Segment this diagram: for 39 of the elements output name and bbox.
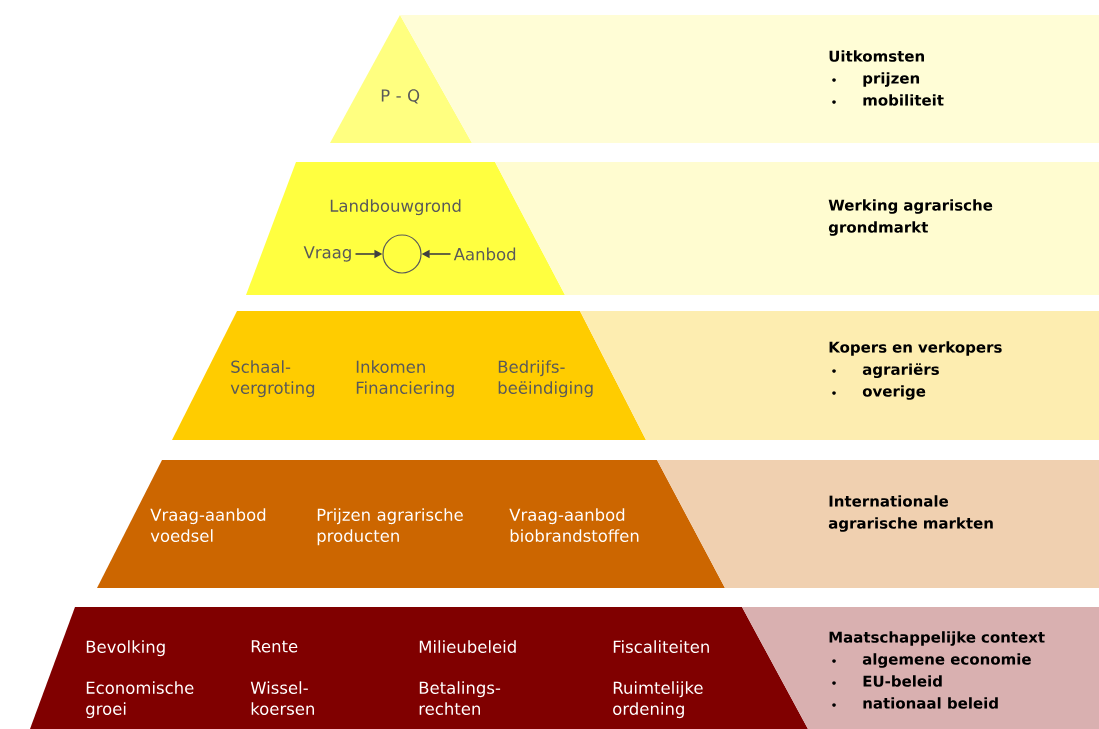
tier-label: P - Q (381, 89, 420, 104)
tier-label: Rente (251, 640, 298, 653)
pyramid-tier (30, 607, 808, 729)
pyramid-tier (330, 15, 472, 143)
tier-label: Betalings- rechten (419, 681, 501, 715)
bullet-item: agrariërs (832, 363, 939, 379)
band-heading: Kopers en verkopers (829, 341, 1002, 356)
tier-label: Economische groei (86, 681, 194, 719)
context-band (400, 15, 1099, 143)
context-band (742, 607, 1099, 729)
context-band (657, 460, 1099, 588)
pyramid-tier (172, 311, 646, 440)
market-circle (382, 234, 422, 274)
tier-label: Fiscaliteiten (613, 640, 709, 653)
bullet-item: EU-beleid (832, 675, 942, 687)
tier-label: Schaal- vergroting (230, 360, 315, 398)
bullet-item: overige (832, 385, 926, 400)
bullet-item: nationaal beleid (832, 697, 998, 709)
tier-label: Prijzen agrarische producten (317, 508, 463, 546)
bullet-item: prijzen (832, 72, 920, 87)
tier-label: Milieubeleid (419, 640, 516, 653)
band-heading: Internationale agrarische markten (828, 495, 993, 532)
tier-label: Landbouwgrond (330, 199, 461, 216)
tier-label: Inkomen Financiering (356, 360, 454, 398)
band-heading: Maatschappelijke context (829, 631, 1045, 646)
tier-label: Bedrijfs- beëindiging (498, 360, 593, 398)
tier-label: Wissel- koersen (250, 681, 314, 715)
tier-label: Bevolking (86, 640, 165, 657)
band-heading: Werking agrarische grondmarkt (828, 199, 993, 236)
tier-label: Aanbod (453, 247, 516, 261)
bullet-item: algemene economie (832, 653, 1031, 668)
band-heading: Uitkomsten (829, 50, 924, 62)
pyramid-tier (246, 162, 565, 295)
tier-label: Vraag-aanbod voedsel (150, 508, 266, 542)
tier-label: Vraag-aanbod biobrandstoffen (509, 508, 639, 542)
tier-label: Ruimtelijke ordening (613, 681, 703, 719)
pyramid-tier (97, 460, 725, 588)
tier-label: Vraag (303, 246, 351, 262)
bullet-item: mobiliteit (832, 94, 944, 106)
